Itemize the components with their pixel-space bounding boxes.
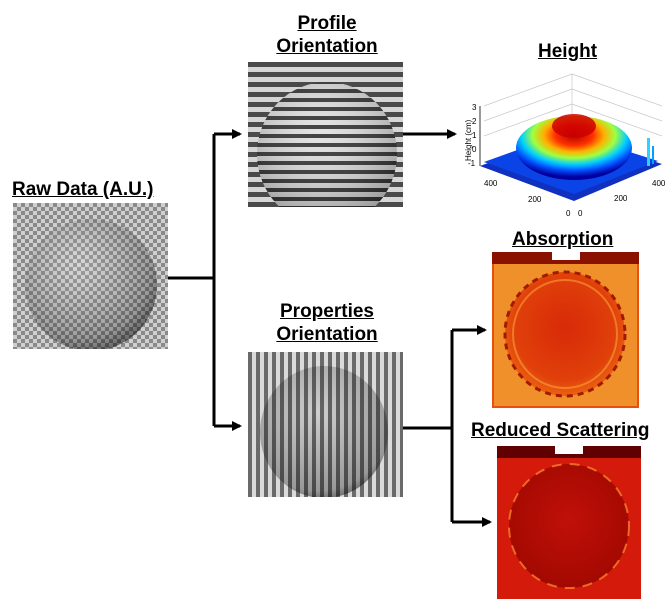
raw-data-image (13, 203, 168, 349)
profile-orientation-line2: Orientation (276, 36, 378, 57)
properties-orientation-image (248, 352, 403, 497)
height-z-axis-label: Height (cm) (464, 119, 473, 161)
reduced-scattering-map (497, 446, 641, 599)
reduced-scattering-label: Reduced Scattering (471, 420, 650, 441)
raw-data-label: Raw Data (A.U.) (12, 179, 154, 200)
height-surface-dome (516, 116, 632, 180)
height-x-tick-400: 400 (484, 179, 498, 188)
profile-orientation-image (248, 62, 403, 207)
height-y-tick-400: 400 (652, 179, 666, 188)
height-label: Height (538, 41, 598, 62)
profile-orientation-label: Profile Orientation (262, 12, 392, 58)
height-plot-grid (483, 73, 663, 137)
height-z-tick-0: 0 (472, 145, 477, 154)
profile-orientation-line1: Profile (297, 13, 357, 34)
height-z-tick-3: 3 (472, 103, 477, 112)
properties-orientation-label: Properties Orientation (262, 300, 392, 346)
properties-orientation-line1: Properties (280, 301, 374, 322)
height-x-tick-0: 0 (566, 209, 571, 218)
height-y-tick-200: 200 (614, 194, 628, 203)
height-z-tick-neg1: -1 (468, 159, 476, 168)
height-y-tick-0: 0 (578, 209, 583, 218)
height-z-tick-1: 1 (472, 131, 477, 140)
height-surface-plot: Height (cm) 3 2 1 0 -1 400 200 0 0 200 4… (462, 66, 672, 226)
absorption-map (492, 252, 639, 408)
height-z-tick-2: 2 (472, 117, 477, 126)
properties-orientation-line2: Orientation (276, 324, 378, 345)
height-x-tick-200: 200 (528, 195, 542, 204)
absorption-label: Absorption (512, 229, 614, 250)
